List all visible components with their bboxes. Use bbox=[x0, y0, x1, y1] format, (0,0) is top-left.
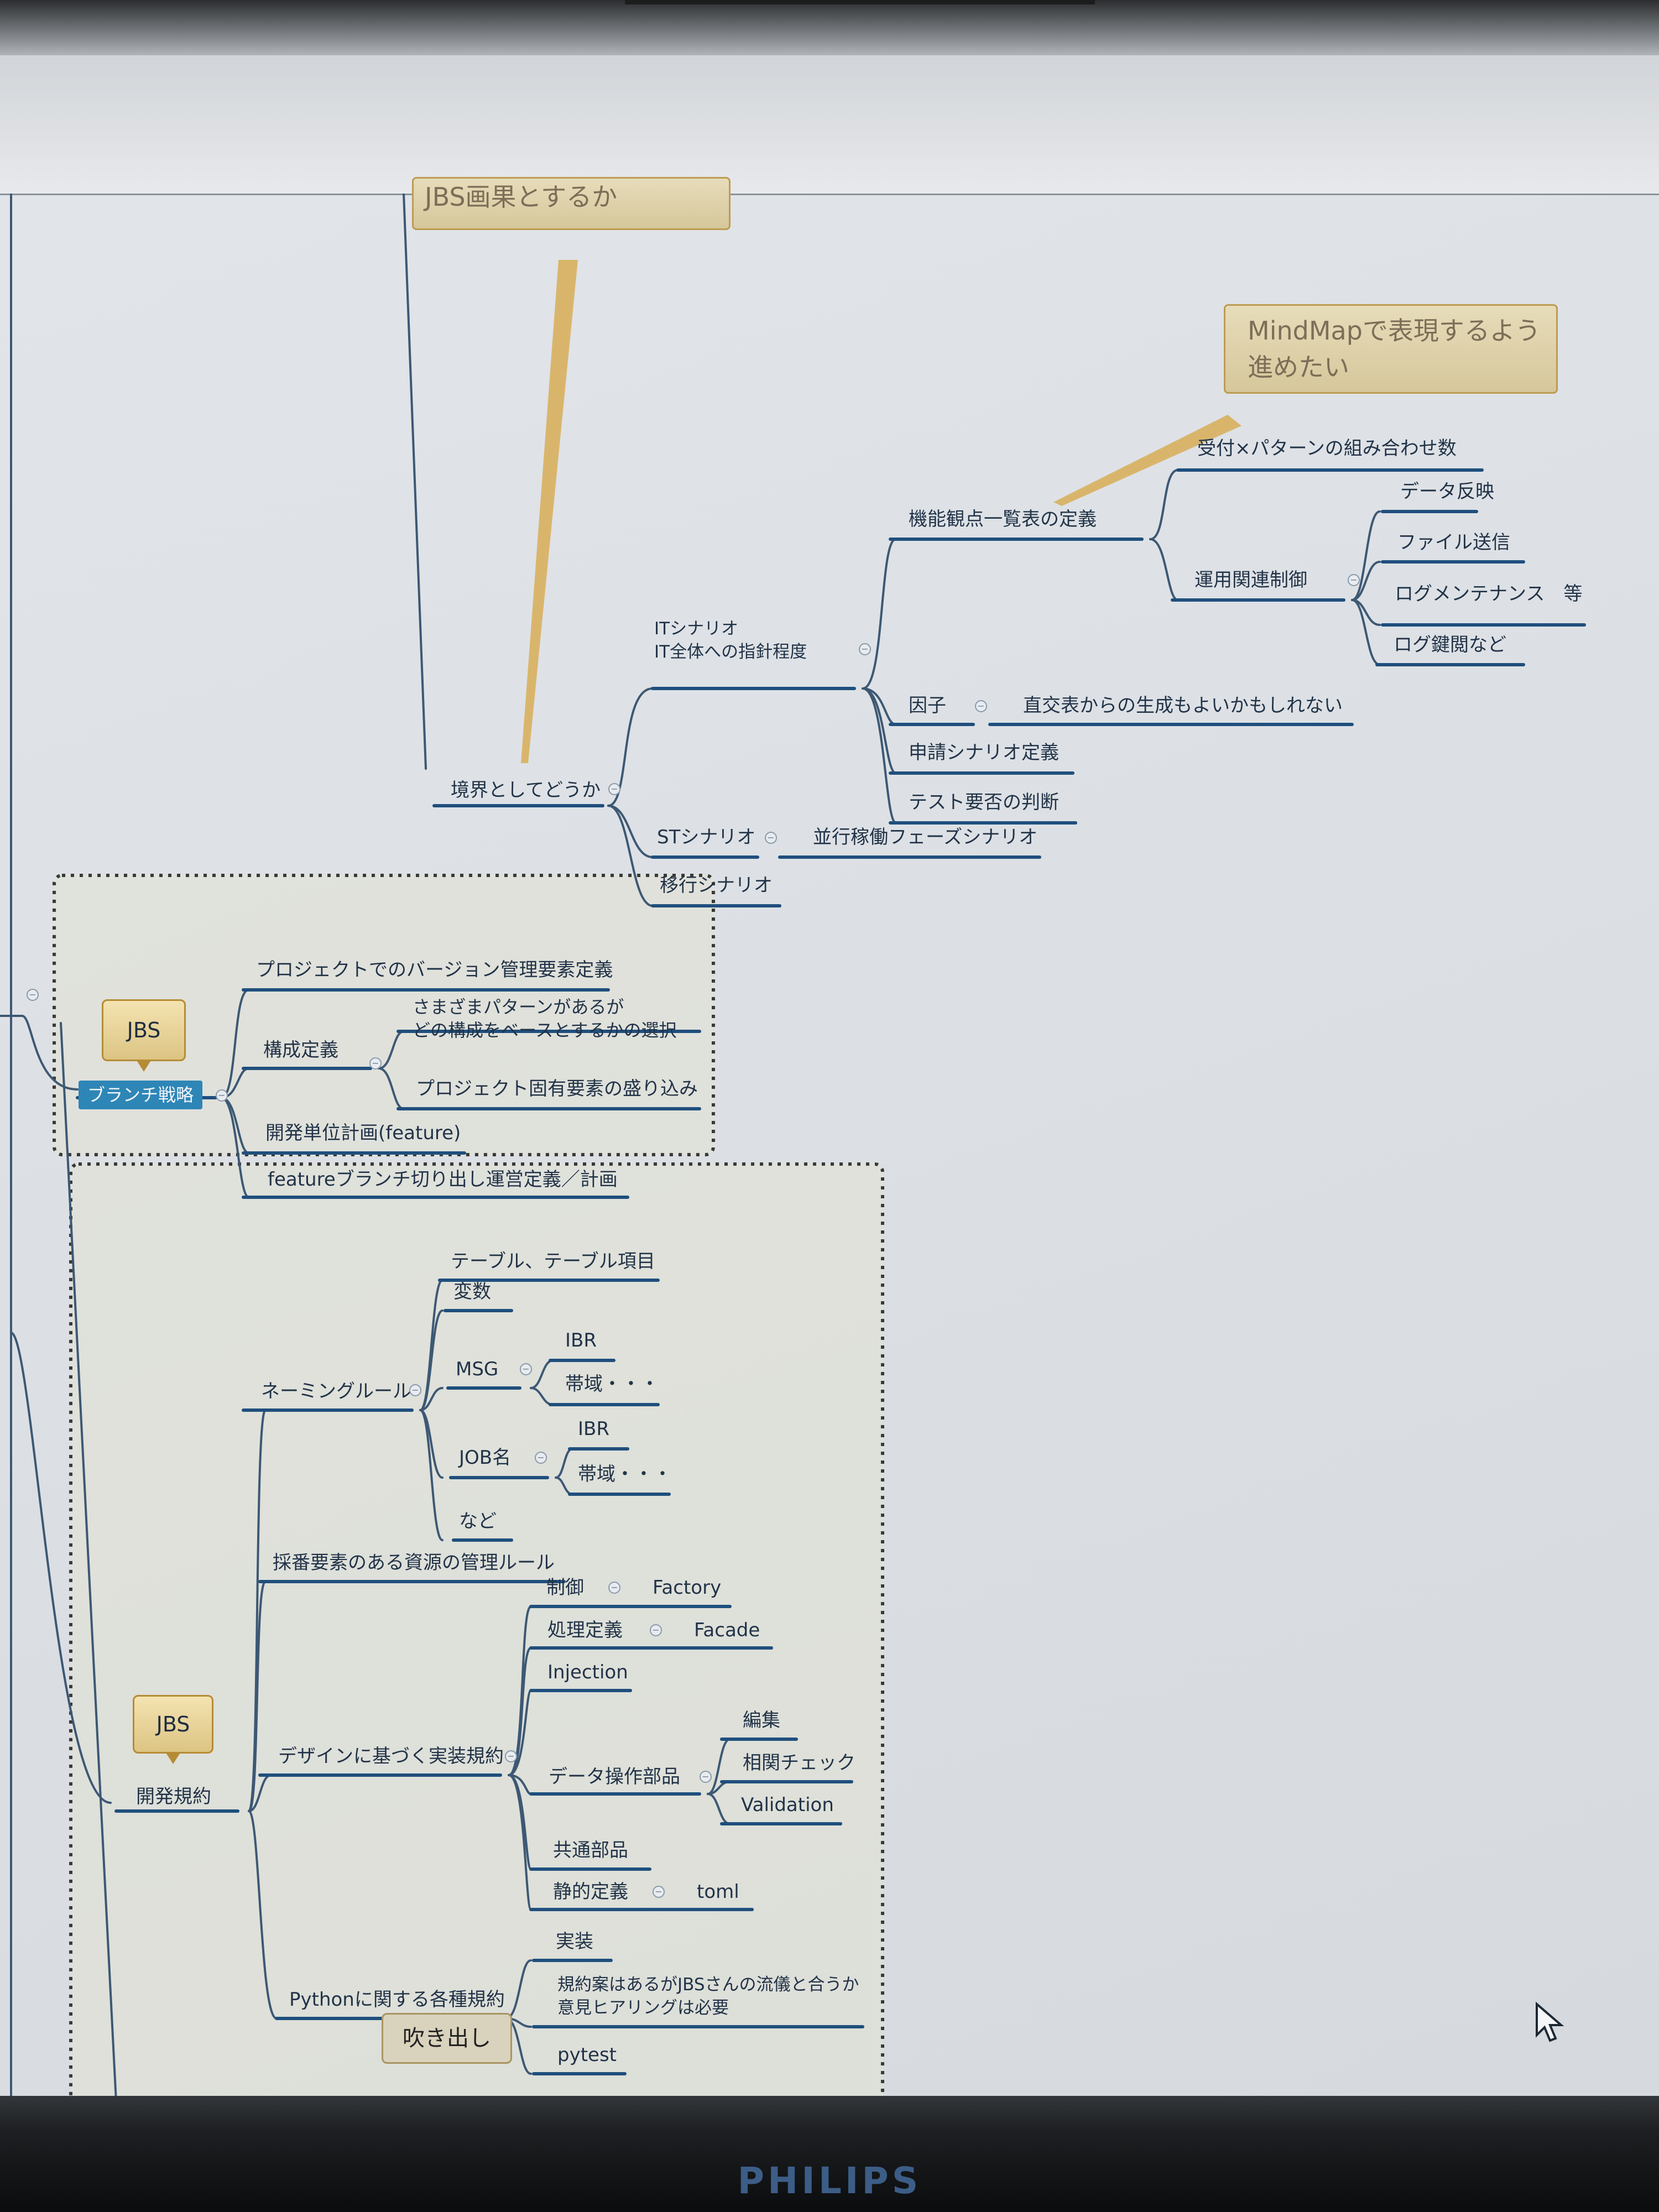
topic-edit[interactable]: 編集 bbox=[743, 1709, 780, 1731]
topic-st-scenario[interactable]: STシナリオ bbox=[657, 826, 756, 848]
monitor-top-edge bbox=[625, 0, 1095, 4]
collapse-toggle-naming[interactable]: − bbox=[409, 1384, 421, 1396]
jbs-label-branch: JBS bbox=[127, 1018, 161, 1042]
speech-bubble[interactable]: 吹き出し bbox=[382, 2013, 512, 2064]
note-top-partial[interactable]: JBS画果とするか bbox=[412, 177, 731, 230]
screen: JBS画果とするか MindMapで表現するよう 進めたい 境界としてどうか −… bbox=[0, 55, 1659, 2101]
topic-facade[interactable]: Facade bbox=[694, 1619, 760, 1641]
topic-numbering-rule[interactable]: 採番要素のある資源の管理ルール bbox=[273, 1552, 555, 1574]
topic-pytest[interactable]: pytest bbox=[557, 2044, 617, 2066]
dev-rules-group-frame bbox=[69, 1162, 884, 2101]
topic-log-view[interactable]: ログ鍵閲など bbox=[1394, 634, 1506, 656]
collapse-toggle-design[interactable]: − bbox=[505, 1750, 517, 1762]
connector-lines bbox=[0, 194, 1586, 2101]
topic-test-judgement[interactable]: テスト要否の判断 bbox=[909, 791, 1059, 813]
topic-factory[interactable]: Factory bbox=[653, 1577, 722, 1599]
topic-validation[interactable]: Validation bbox=[741, 1794, 834, 1816]
jbs-tail bbox=[136, 1060, 152, 1072]
topic-implementation[interactable]: 実装 bbox=[556, 1931, 593, 1953]
branch-group-frame bbox=[53, 874, 715, 1156]
topic-application-scenario[interactable]: 申請シナリオ定義 bbox=[909, 742, 1059, 764]
note-top-text: JBS画果とするか bbox=[425, 182, 618, 212]
topic-feature-branch[interactable]: featureブランチ切り出し運営定義／計画 bbox=[268, 1168, 618, 1191]
topic-toml[interactable]: toml bbox=[697, 1881, 739, 1903]
app-toolbar bbox=[0, 55, 1659, 195]
jbs-callout-branch[interactable]: JBS bbox=[102, 999, 186, 1072]
topic-injection[interactable]: Injection bbox=[547, 1661, 628, 1683]
topic-config-choice[interactable]: さまざまパターンがあるが どの構成をベースとするかの選択 bbox=[413, 997, 677, 1041]
collapse-toggle-boundary[interactable]: − bbox=[608, 783, 620, 795]
collapse-toggle-config[interactable]: − bbox=[369, 1057, 382, 1070]
jbs-callout-dev[interactable]: JBS bbox=[133, 1695, 213, 1764]
collapse-toggle-data-ops[interactable]: − bbox=[700, 1771, 712, 1783]
collapse-toggle-branch[interactable]: − bbox=[216, 1089, 228, 1102]
topic-orthogonal[interactable]: 直交表からの生成もよいかもしれない bbox=[1023, 695, 1343, 717]
topic-function-list[interactable]: 機能観点一覧表の定義 bbox=[909, 508, 1097, 530]
topic-variable[interactable]: 変数 bbox=[453, 1281, 491, 1303]
callout-pointer-top bbox=[521, 260, 578, 763]
topic-msg[interactable]: MSG bbox=[456, 1358, 499, 1380]
collapse-toggle-static[interactable]: − bbox=[653, 1886, 665, 1898]
topic-ops-control[interactable]: 運用関連制御 bbox=[1194, 569, 1307, 591]
topic-factor[interactable]: 因子 bbox=[909, 695, 946, 717]
topic-static-def[interactable]: 静的定義 bbox=[553, 1881, 628, 1903]
collapse-toggle-control[interactable]: − bbox=[608, 1582, 620, 1594]
topic-control[interactable]: 制御 bbox=[546, 1577, 584, 1599]
topic-processing-def[interactable]: 処理定義 bbox=[547, 1619, 623, 1641]
topic-dev-rules[interactable]: 開発規約 bbox=[136, 1786, 211, 1808]
note-mindmap[interactable]: MindMapで表現するよう 進めたい bbox=[1224, 304, 1558, 394]
mindmap-canvas[interactable]: JBS画果とするか MindMapで表現するよう 進めたい 境界としてどうか −… bbox=[0, 177, 1659, 2101]
topic-msg-band[interactable]: 帯域・・・ bbox=[565, 1373, 659, 1395]
topic-table[interactable]: テーブル、テーブル項目 bbox=[451, 1250, 655, 1272]
topic-data-ops[interactable]: データ操作部品 bbox=[549, 1766, 680, 1788]
monitor-top-bezel bbox=[0, 0, 1659, 58]
topic-python-rules[interactable]: Pythonに関する各種規約 bbox=[289, 1989, 505, 2011]
topic-common-parts[interactable]: 共通部品 bbox=[553, 1839, 628, 1861]
topic-file-send[interactable]: ファイル送信 bbox=[1397, 531, 1510, 554]
collapse-toggle-factor[interactable]: − bbox=[975, 700, 987, 712]
collapse-toggle-it-scenario[interactable]: − bbox=[859, 643, 871, 655]
jbs-label-dev: JBS bbox=[156, 1712, 190, 1736]
topic-project-specific[interactable]: プロジェクト固有要素の盛り込み bbox=[416, 1078, 698, 1100]
topic-config-def[interactable]: 構成定義 bbox=[263, 1039, 338, 1061]
collapse-toggle-root[interactable]: − bbox=[27, 989, 39, 1001]
mouse-cursor-icon bbox=[1536, 2002, 1564, 2042]
topic-reception-pattern[interactable]: 受付×パターンの組み合わせ数 bbox=[1197, 437, 1457, 460]
collapse-toggle-job[interactable]: − bbox=[535, 1452, 547, 1464]
speech-bubble-label: 吹き出し bbox=[403, 2026, 491, 2051]
topic-job-name[interactable]: JOB名 bbox=[459, 1447, 512, 1469]
topic-msg-ibr[interactable]: IBR bbox=[565, 1329, 597, 1352]
topic-parallel-phase[interactable]: 並行稼働フェーズシナリオ bbox=[813, 826, 1038, 848]
jbs-tail bbox=[165, 1752, 181, 1764]
monitor-bottom-bezel bbox=[0, 2096, 1659, 2212]
collapse-toggle-st-scenario[interactable]: − bbox=[765, 832, 777, 844]
topic-it-scenario[interactable]: ITシナリオ IT全体への指針程度 bbox=[654, 619, 807, 662]
topic-correlation-check[interactable]: 相関チェック bbox=[743, 1752, 855, 1774]
topic-naming-etc[interactable]: など bbox=[459, 1510, 497, 1532]
topic-branch-strategy[interactable]: ブランチ戦略 bbox=[79, 1081, 203, 1109]
topic-job-band[interactable]: 帯域・・・ bbox=[578, 1463, 672, 1485]
topic-data-reflect[interactable]: データ反映 bbox=[1400, 481, 1494, 503]
callout-pointer-mindmap bbox=[1053, 415, 1241, 506]
topic-jbs-proposal[interactable]: 規約案はあるがJBSさんの流儀と合うか 意見ヒアリングは必要 bbox=[557, 1975, 859, 2018]
topic-boundary[interactable]: 境界としてどうか bbox=[451, 779, 601, 801]
topic-log-maintenance[interactable]: ログメンテナンス 等 bbox=[1395, 583, 1583, 605]
collapse-toggle-ops[interactable]: − bbox=[1348, 574, 1360, 586]
topic-dev-unit[interactable]: 開発単位計画(feature) bbox=[265, 1122, 461, 1144]
topic-naming-rule[interactable]: ネーミングルール bbox=[261, 1380, 411, 1402]
note-mindmap-text: MindMapで表現するよう 進めたい bbox=[1248, 316, 1541, 382]
collapse-toggle-processing[interactable]: − bbox=[650, 1624, 662, 1636]
topic-migration[interactable]: 移行シナリオ bbox=[660, 874, 773, 896]
topic-design-rule[interactable]: デザインに基づく実装規約 bbox=[278, 1745, 504, 1767]
monitor-brand-logo: PHILIPS bbox=[737, 2159, 922, 2202]
topic-version-mgmt[interactable]: プロジェクトでのバージョン管理要素定義 bbox=[256, 959, 613, 981]
collapse-toggle-msg[interactable]: − bbox=[520, 1363, 532, 1375]
topic-job-ibr[interactable]: IBR bbox=[578, 1418, 609, 1440]
